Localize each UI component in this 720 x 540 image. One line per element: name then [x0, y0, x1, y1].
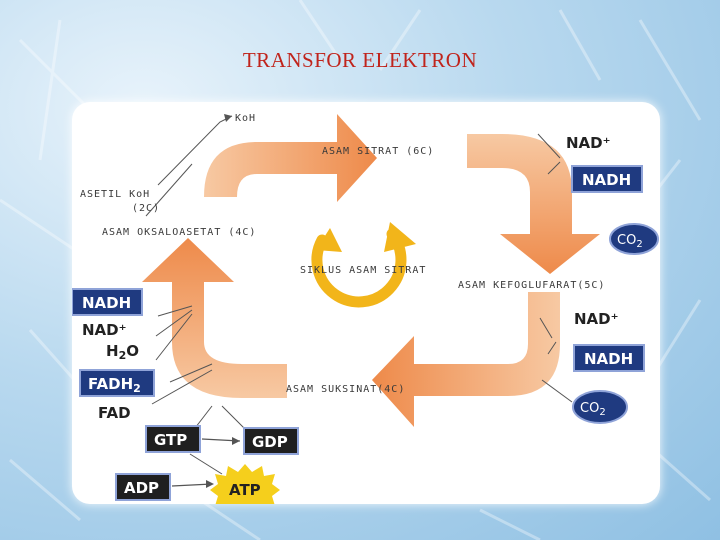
asam-sitrat-label: ASAM SITRAT (6C)	[322, 146, 434, 157]
asetil-koh-label: ASETIL KoH	[80, 189, 150, 200]
siklus-label: SIKLUS ASAM SITRAT	[300, 265, 426, 276]
asam-suksinat-label: ASAM SUKSINAT(4C)	[286, 384, 405, 395]
nadh-left-label: NADH	[82, 294, 131, 312]
nadh-mid-box	[573, 344, 645, 372]
asam-ketoglutarat-label: ASAM KEFOGLUFARAT(5C)	[458, 280, 605, 291]
gdp-box	[243, 427, 299, 455]
koh-label: KoH	[235, 113, 256, 124]
gtp-box	[145, 425, 201, 453]
fadh2-label: FADH2	[88, 375, 141, 395]
cycle-center-arrowhead-icon	[384, 222, 416, 252]
adp-label: ADP	[124, 479, 159, 497]
diagram-card: KoH ASETIL KoH (2C) ASAM SITRAT (6C) ASA…	[71, 102, 660, 516]
asetil-koh-carbon-label: (2C)	[132, 203, 160, 214]
cycle-arrow-top	[204, 114, 377, 202]
atp-burst-icon	[210, 464, 280, 516]
cycle-center-arrowhead-start-icon	[316, 228, 342, 252]
co2-mid-label: CO2	[580, 401, 606, 418]
fadh2-box	[79, 369, 155, 397]
slide-title: TRANSFOR ELEKTRON	[242, 48, 478, 72]
gtp-label: GTP	[154, 431, 187, 449]
nad-top-label: NAD⁺	[566, 134, 611, 152]
cycle-arrow-bottom	[372, 292, 560, 427]
h2o-label: H2O	[106, 342, 139, 362]
cycle-arrow-right	[467, 134, 600, 274]
nad-left-label: NAD⁺	[82, 321, 127, 339]
cycle-arrow-left	[142, 238, 287, 398]
nadh-mid-label: NADH	[584, 350, 633, 368]
co2-mid-ellipse	[572, 390, 628, 424]
nadh-top-label: NADH	[582, 171, 631, 189]
nad-mid-label: NAD⁺	[574, 310, 619, 328]
nadh-left-box	[71, 288, 143, 316]
atp-label: ATP	[229, 481, 261, 499]
co2-top-label: CO2	[617, 233, 643, 250]
adp-box	[115, 473, 171, 501]
nadh-top-box	[571, 165, 643, 193]
gdp-label: GDP	[252, 433, 288, 451]
co2-top-ellipse	[609, 223, 659, 255]
asam-oksaloasetat-label: ASAM OKSALOASETAT (4C)	[102, 227, 256, 238]
citric-acid-cycle-diagram: KoH ASETIL KoH (2C) ASAM SITRAT (6C) ASA…	[71, 113, 659, 516]
fad-label: FAD	[98, 404, 131, 422]
cycle-center-arrow	[311, 228, 407, 308]
